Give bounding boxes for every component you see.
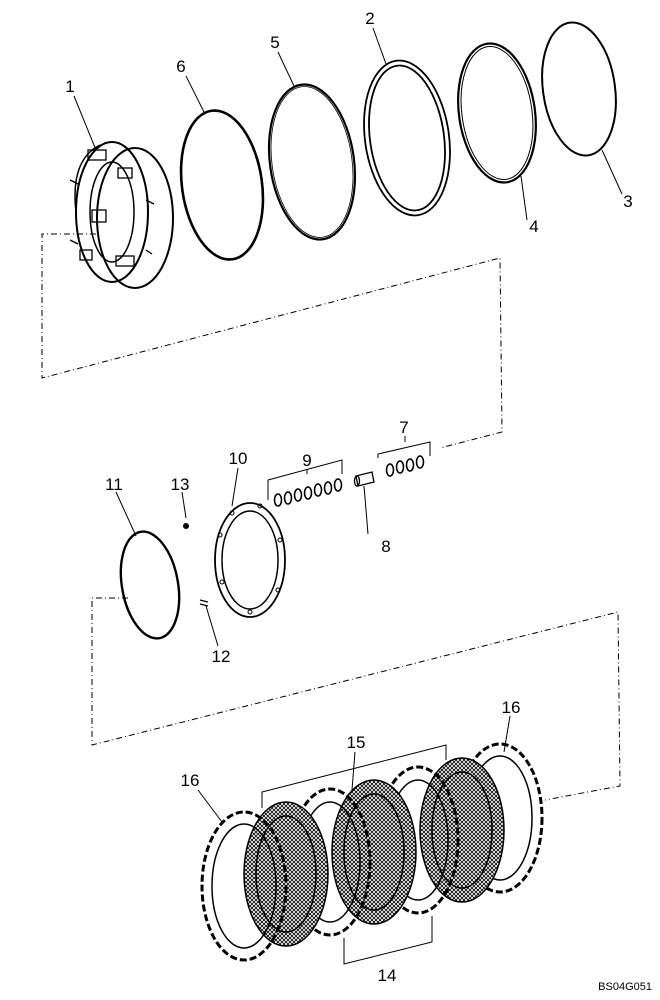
part-8-pin (353, 471, 375, 487)
callout-15: 15 (347, 733, 366, 752)
callout-16-front: 16 (181, 771, 200, 790)
part-10-plate (214, 502, 286, 618)
callout-1: 1 (65, 77, 74, 96)
bracket-14 (343, 916, 433, 965)
centerline-upper (41, 233, 503, 449)
part-9-spring-set (267, 459, 343, 507)
callout-11: 11 (105, 475, 123, 494)
part-2-seal-ring (363, 59, 451, 217)
part-13-ball (183, 523, 189, 529)
callout-14: 14 (378, 966, 397, 985)
part-1-piston (69, 141, 174, 289)
drawing-code: BS04G051 (598, 981, 652, 993)
part-11-snap-ring (119, 530, 181, 640)
callout-13: 13 (171, 475, 190, 494)
part-7-spring-set (377, 441, 431, 477)
part-5-seal-ring (267, 83, 357, 241)
callout-9: 9 (302, 451, 311, 470)
callout-16-rear: 16 (502, 698, 521, 717)
part-4-seal-ring (457, 42, 537, 184)
callout-6: 6 (176, 57, 185, 76)
leader-lines (73, 27, 623, 823)
callout-labels: 1 2 3 4 5 6 7 8 9 10 11 12 13 14 15 16 1… (65, 9, 632, 985)
callout-2: 2 (365, 9, 374, 28)
callout-10: 10 (229, 449, 248, 468)
part-3-seal-ring (541, 21, 617, 157)
callout-4: 4 (529, 217, 538, 236)
part-12-dowel (199, 599, 209, 607)
callout-12: 12 (212, 647, 231, 666)
callout-7: 7 (399, 418, 408, 437)
part-6-seal-ring (179, 109, 265, 261)
callout-3: 3 (623, 192, 632, 211)
callout-8: 8 (381, 537, 390, 556)
callout-5: 5 (270, 33, 279, 52)
centerline-lower (91, 597, 621, 801)
clutch-pack (200, 742, 544, 962)
